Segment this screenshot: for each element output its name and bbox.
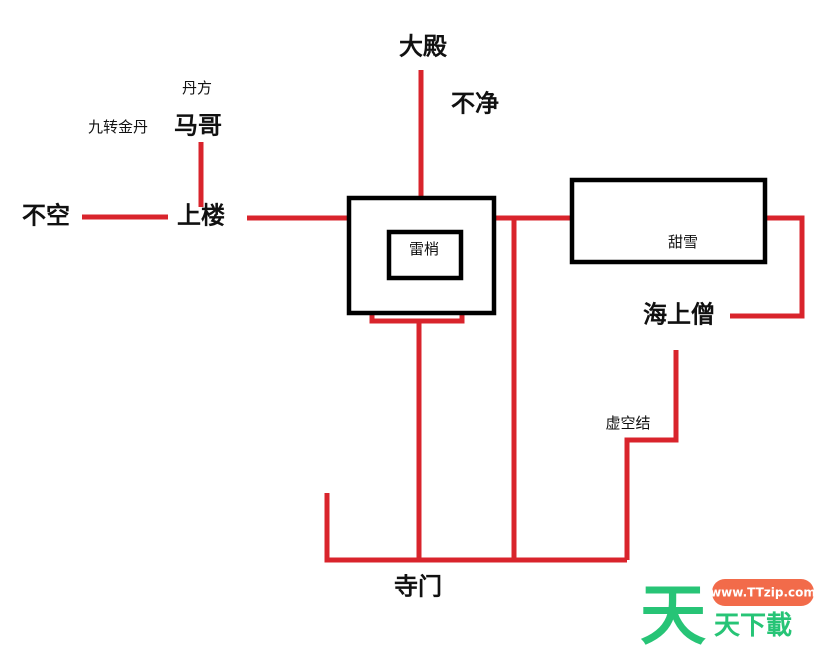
label-hall: 大殿 <box>399 32 448 61</box>
label-danfang: 丹方 <box>182 79 212 97</box>
label-mage: 马哥 <box>174 111 222 140</box>
label-jiuzhuan: 九转金丹 <box>88 118 148 136</box>
label-xukongjie: 虚空结 <box>605 414 650 432</box>
label-leishao: 雷梢 <box>409 240 439 258</box>
connector-bottom <box>324 493 627 563</box>
temple-box <box>346 195 497 316</box>
label-tianxue: 甜雪 <box>668 233 698 251</box>
label-upstairs: 上楼 <box>177 201 225 230</box>
watermark-text: 天下載 <box>714 611 792 641</box>
connector-haishangseng <box>730 215 805 319</box>
watermark-badge <box>712 579 814 606</box>
leishao-box <box>386 229 464 281</box>
label-bukong: 不空 <box>22 201 70 230</box>
watermark-big-char: 天 <box>640 577 706 648</box>
connector-xukongjie <box>624 350 679 560</box>
label-haishangseng: 海上僧 <box>643 300 715 329</box>
watermark-url: www.TTzip.com <box>710 586 816 600</box>
tianxue-box <box>569 177 768 265</box>
label-bujing: 不净 <box>451 89 499 118</box>
label-gate: 寺门 <box>394 572 442 601</box>
watermark-logo: 天 www.TTzip.com 天下載 <box>640 577 816 648</box>
